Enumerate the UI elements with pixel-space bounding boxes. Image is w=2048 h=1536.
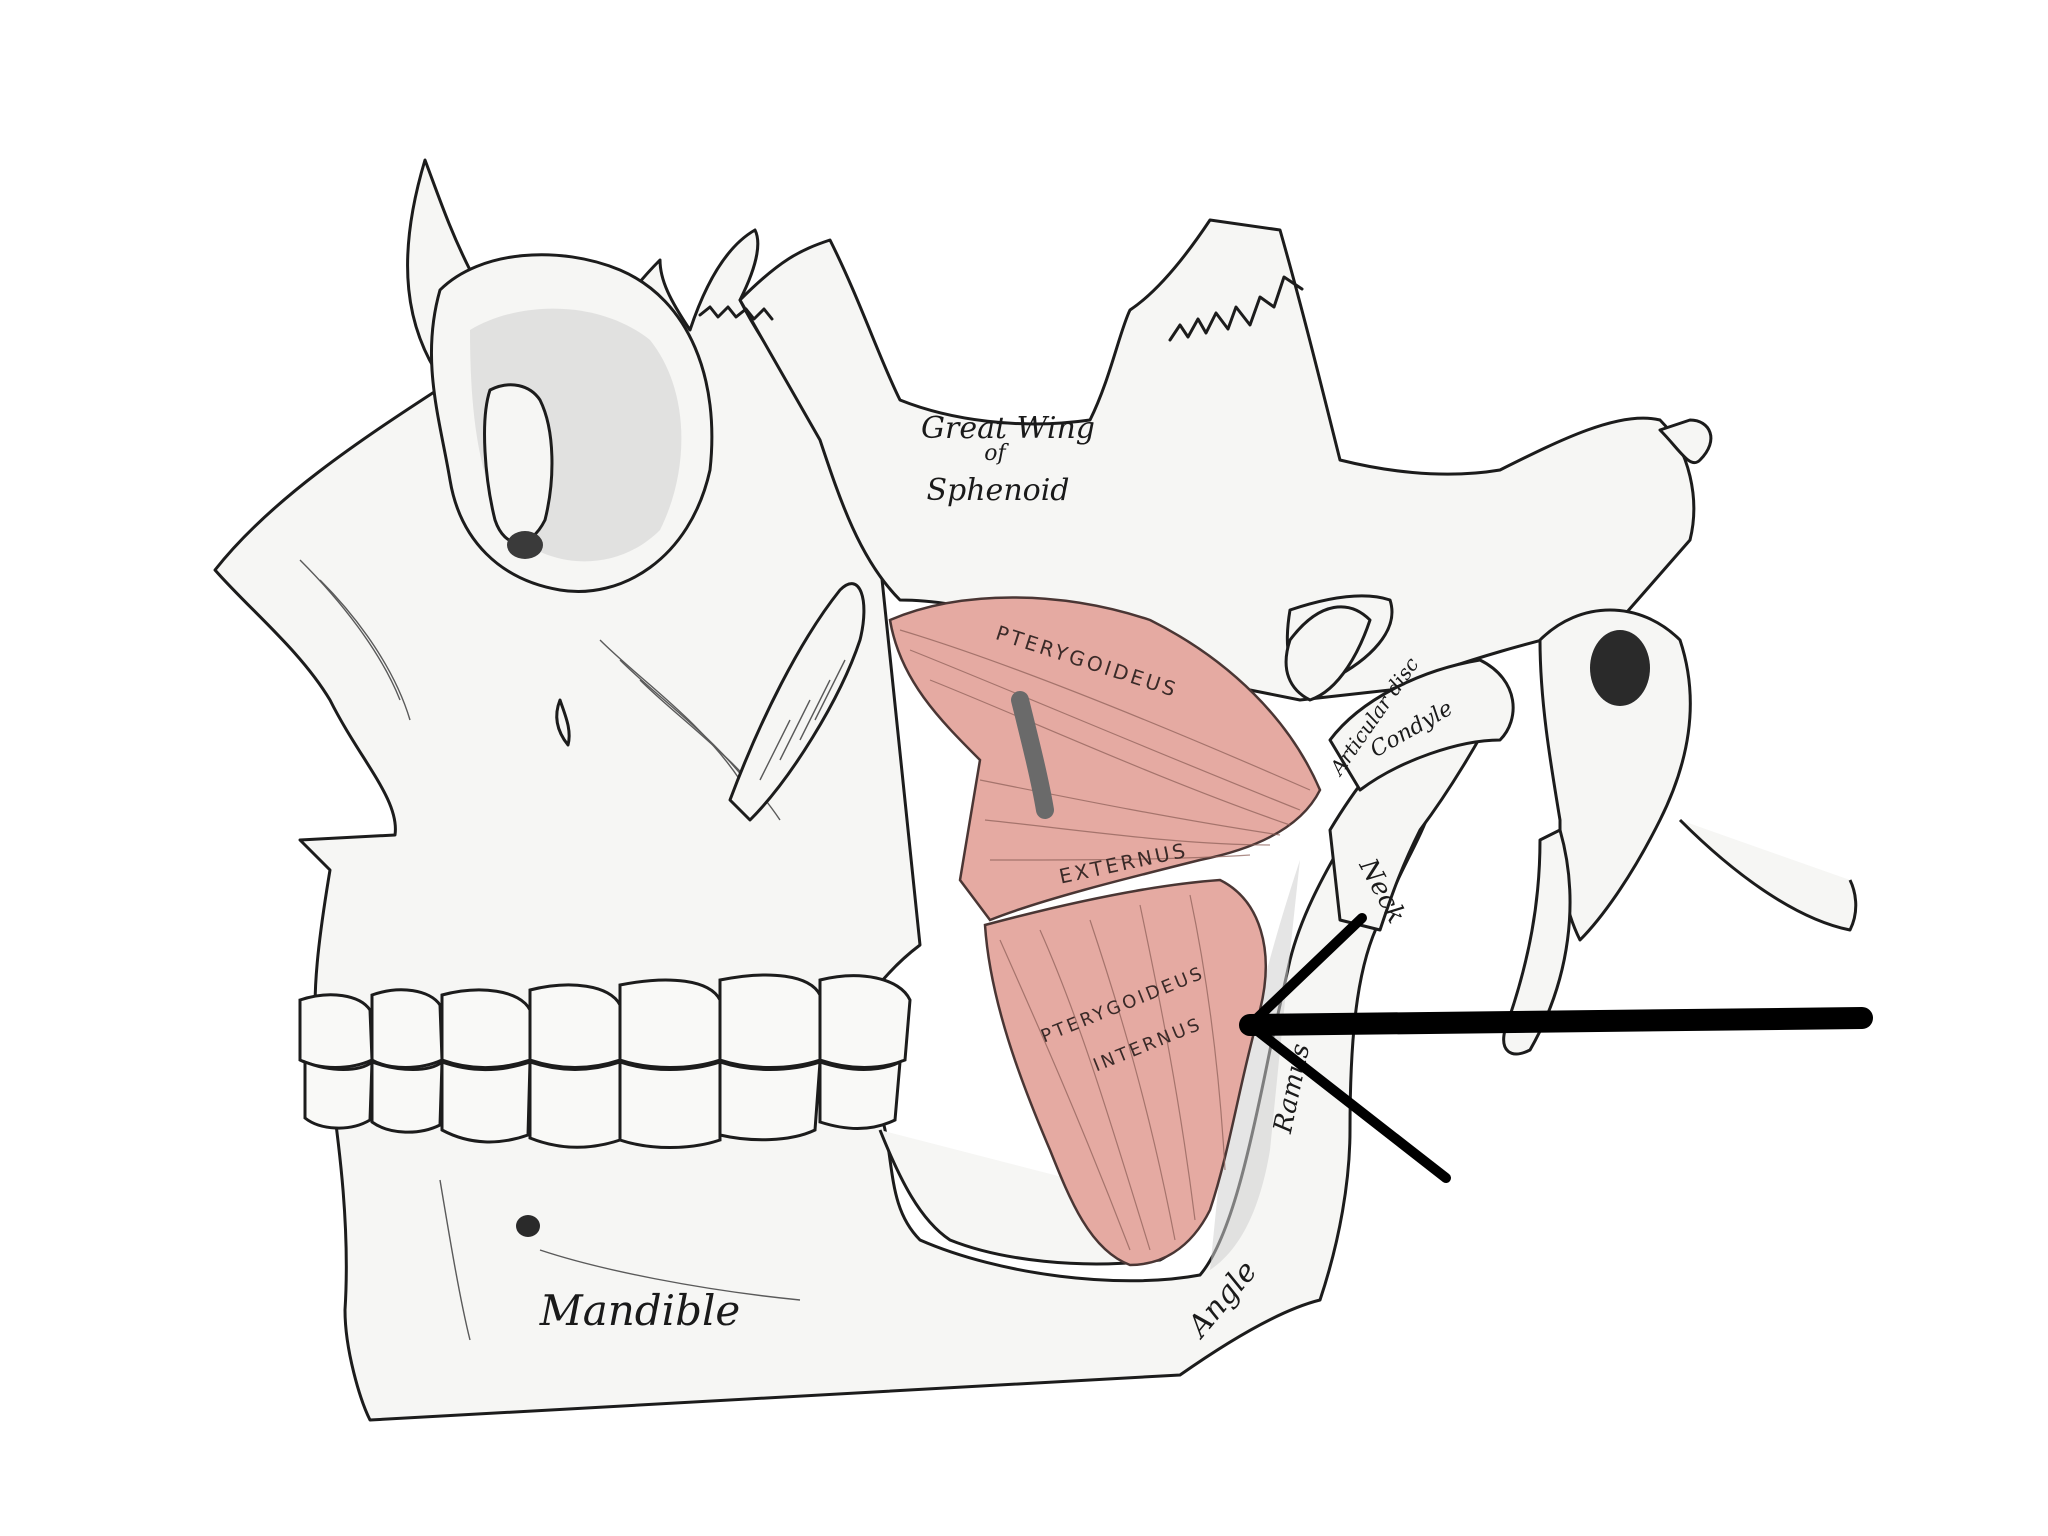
label-great-wing: Great Wing: [921, 411, 1095, 446]
pointer-arrow-head-upper: [1245, 913, 1367, 1030]
pointer-arrow: [1239, 913, 1873, 1183]
pointer-arrow-head-lower: [1245, 1020, 1451, 1183]
label-sphenoid: Sphenoid: [926, 473, 1069, 508]
label-mandible: Mandible: [539, 1286, 741, 1335]
skull-outline: [213, 158, 1696, 1042]
orbit: [429, 253, 714, 593]
teeth: [298, 973, 912, 1149]
label-great-wing-of: of: [984, 441, 1009, 466]
pterygoideus-internus-muscle: [983, 878, 1267, 1267]
tmj-region: [1284, 418, 1858, 1056]
pointer-arrow-shaft: [1239, 1007, 1873, 1036]
maxilla-details: [299, 559, 866, 822]
pterygoideus-externus-muscle: [888, 596, 1322, 922]
